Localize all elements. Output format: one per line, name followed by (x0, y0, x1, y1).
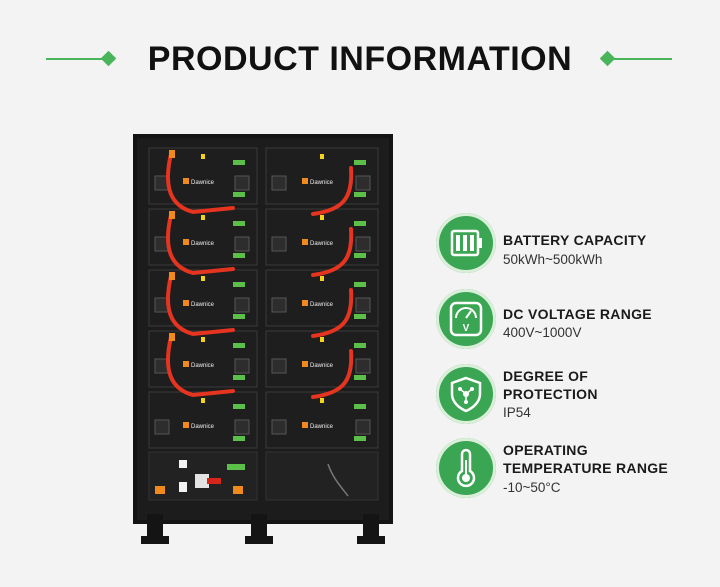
title-row: PRODUCT INFORMATION (0, 36, 720, 82)
brand-label: Dawnice (191, 180, 215, 186)
feature-label: BATTERY CAPACITY (503, 232, 647, 248)
feature-operating-temperature-range: OPERATING TEMPERATURE RANGE -10~50°C (436, 438, 716, 504)
feature-value: IP54 (503, 405, 531, 420)
battery-module: Dawnice (265, 208, 379, 266)
battery-module: Dawnice (265, 391, 379, 449)
battery-module: Dawnice (148, 330, 258, 388)
title-rule-left (46, 58, 110, 60)
feature-label-line2: PROTECTION (503, 386, 598, 402)
svg-text:V: V (463, 323, 470, 334)
feature-battery-capacity: BATTERY CAPACITY 50kWh~500kWh (436, 213, 716, 279)
brand-label: Dawnice (191, 363, 215, 369)
brand-label: Dawnice (310, 302, 334, 308)
battery-module: Dawnice (265, 147, 379, 205)
thermometer-icon (436, 438, 496, 498)
battery-module: Dawnice (265, 330, 379, 388)
feature-label-line1: DEGREE OF (503, 368, 589, 384)
feature-label: DC VOLTAGE RANGE (503, 306, 652, 322)
feature-label-line2: TEMPERATURE RANGE (503, 460, 669, 476)
brand-label: Dawnice (191, 241, 215, 247)
feature-dc-voltage-range: V DC VOLTAGE RANGE 400V~1000V (436, 289, 716, 355)
shield-icon (436, 364, 496, 424)
feature-value: 400V~1000V (503, 325, 582, 340)
feature-value: -10~50°C (503, 480, 561, 495)
battery-module: Dawnice (265, 269, 379, 327)
feature-value: 50kWh~500kWh (503, 252, 603, 267)
brand-label: Dawnice (191, 424, 215, 430)
battery-module: Dawnice (148, 391, 258, 449)
feature-degree-of-protection: DEGREE OF PROTECTION IP54 (436, 364, 716, 430)
battery-module: Dawnice (148, 208, 258, 266)
brand-label: Dawnice (191, 302, 215, 308)
title-diamond-left (100, 50, 117, 67)
brand-label: Dawnice (310, 363, 334, 369)
title-rule-right (610, 58, 672, 60)
brand-label: Dawnice (310, 424, 334, 430)
battery-module: Dawnice (148, 269, 258, 327)
brand-label: Dawnice (310, 180, 334, 186)
page-title: PRODUCT INFORMATION (147, 40, 573, 78)
feature-label-line1: OPERATING (503, 442, 588, 458)
battery-icon (436, 213, 496, 273)
voltage-meter-icon: V (436, 289, 496, 349)
brand-label: Dawnice (310, 241, 334, 247)
battery-module: Dawnice (148, 147, 258, 205)
